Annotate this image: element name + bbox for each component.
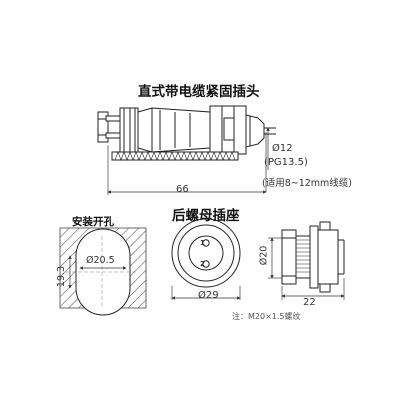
socket-flange-outer [171, 218, 241, 288]
socket-side-length-label: 22 [303, 297, 316, 308]
socket-insert [188, 235, 224, 271]
socket-side-diameter-label: Ø20 [258, 245, 270, 266]
plug-length-label: 66 [176, 184, 189, 195]
socket-title: 后螺母插座 [172, 208, 240, 224]
socket-front-diameter-label: Ø29 [198, 290, 219, 301]
pin-2-contact [202, 260, 210, 268]
hole-flat-label: 19.3 [56, 265, 68, 288]
thread-note: 注：M20×1.5螺纹 [232, 312, 301, 321]
plug-body [137, 107, 211, 153]
socket-flange-inner [177, 224, 235, 282]
pin-1-contact [202, 239, 210, 247]
socket-front-view [171, 218, 241, 300]
cable-diameter-label: Ø12 [272, 143, 293, 154]
plug-title: 直式带电缆紧固插头 [138, 84, 260, 100]
panel-cutout-view [59, 227, 147, 316]
plug-knurl-band [111, 151, 239, 161]
pin-2-label: 2 [200, 260, 205, 268]
plug-side-view [97, 105, 276, 195]
plug-dimensions [107, 127, 270, 194]
socket-front-coupling [317, 229, 339, 285]
hole-diameter-label: Ø20.5 [86, 255, 115, 266]
socket-flange [309, 225, 319, 289]
socket-side-view [268, 221, 345, 300]
panel-cutout-title: 安装开孔 [72, 216, 114, 228]
cable-range-label: (适用8~12mm线缆) [262, 178, 353, 189]
plug-pins [97, 111, 123, 143]
thread-size-label: (PG13.5) [264, 157, 308, 168]
pin-1-label: 1 [200, 239, 205, 247]
plug-rear-cap [245, 114, 265, 148]
